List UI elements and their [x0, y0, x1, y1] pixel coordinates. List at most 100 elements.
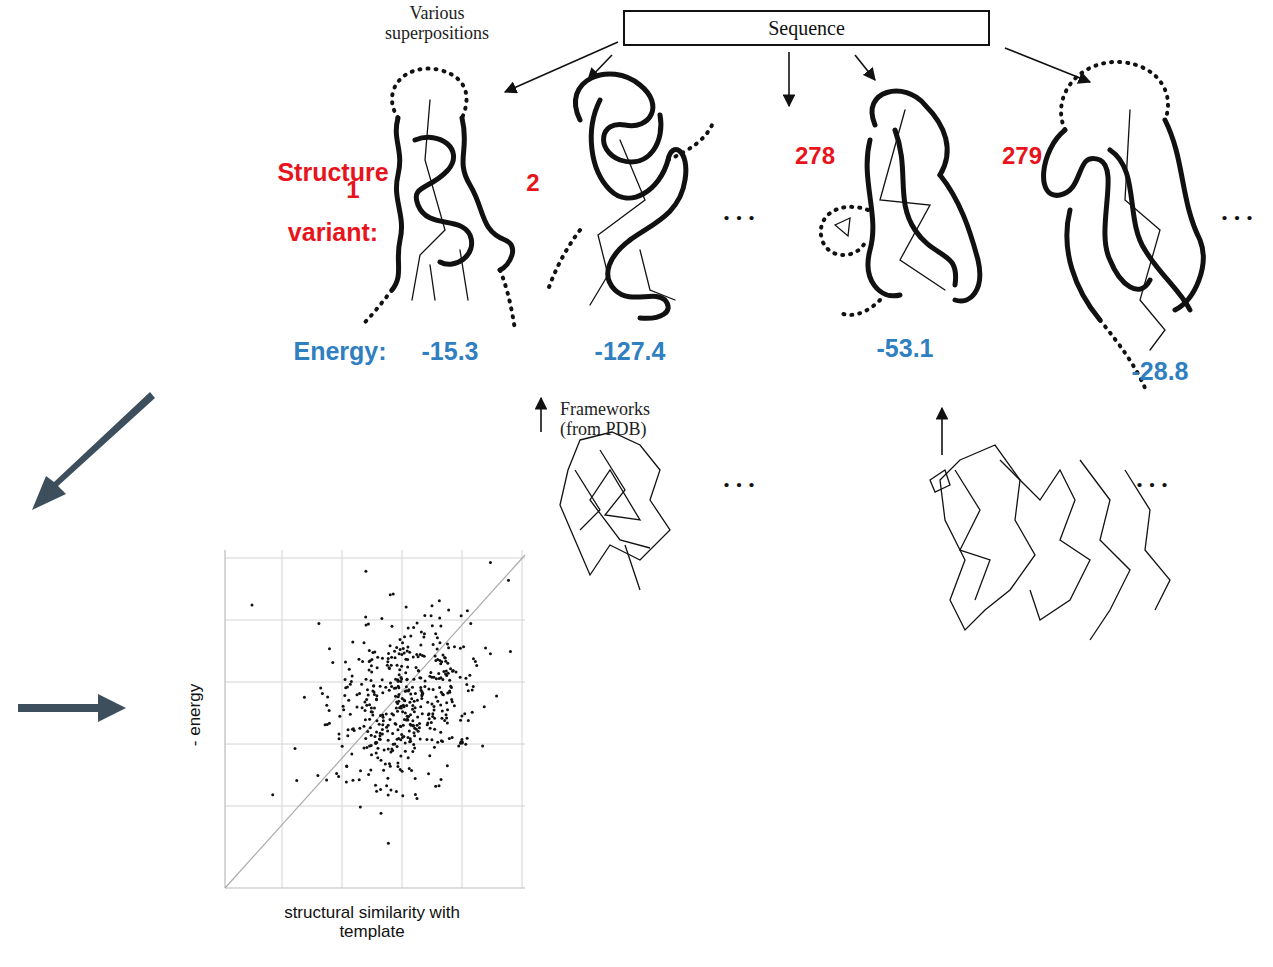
data-point [446, 764, 449, 767]
data-point [431, 604, 434, 607]
data-point [489, 652, 492, 655]
data-point [382, 769, 385, 772]
data-point [414, 706, 417, 709]
data-point [459, 719, 462, 722]
data-point [408, 651, 411, 654]
data-point [365, 746, 368, 749]
data-point [412, 724, 415, 727]
data-point [440, 717, 443, 720]
data-point [440, 660, 443, 663]
data-point [412, 725, 415, 728]
data-point [370, 710, 373, 713]
data-point [381, 657, 384, 660]
data-point [389, 644, 392, 647]
data-point [400, 677, 403, 680]
data-point [411, 704, 414, 707]
data-point [367, 694, 370, 697]
data-point [370, 670, 373, 673]
data-point [345, 765, 348, 768]
data-point [364, 709, 367, 712]
ellipsis: ... [723, 465, 761, 494]
data-point [409, 634, 412, 637]
data-point [448, 737, 451, 740]
data-point [404, 658, 407, 661]
data-point [426, 721, 429, 724]
data-point [438, 641, 441, 644]
data-point [459, 647, 462, 650]
data-point [433, 709, 436, 712]
data-point [444, 673, 447, 676]
data-point [351, 674, 354, 677]
data-point [365, 698, 368, 701]
data-point [451, 670, 454, 673]
data-point [414, 692, 417, 695]
data-point [337, 732, 340, 735]
data-point [421, 712, 424, 715]
data-point [451, 700, 454, 703]
data-point [383, 749, 386, 752]
data-point [466, 609, 469, 612]
data-point [412, 678, 415, 681]
annotation: Various superpositions [367, 4, 507, 44]
data-point [443, 656, 446, 659]
data-point [364, 718, 367, 721]
data-point [326, 696, 329, 699]
data-point [395, 790, 398, 793]
data-point [353, 729, 356, 732]
data-point [342, 705, 345, 708]
data-point [439, 731, 442, 734]
energy-value: -53.1 [877, 335, 934, 363]
data-point [449, 667, 452, 670]
data-point [375, 752, 378, 755]
data-point [448, 689, 451, 692]
data-point [381, 713, 384, 716]
data-point [346, 685, 349, 688]
data-point [483, 705, 486, 708]
data-point [363, 641, 366, 644]
data-point [419, 737, 422, 740]
data-point [362, 725, 365, 728]
data-point [399, 638, 402, 641]
variant-number: 2 [526, 170, 539, 196]
data-point [368, 703, 371, 706]
data-point [402, 724, 405, 727]
data-point [405, 689, 408, 692]
data-point [385, 712, 388, 715]
data-point [368, 660, 371, 663]
data-point [464, 677, 467, 680]
data-point [453, 645, 456, 648]
data-point [406, 666, 409, 669]
data-point [434, 632, 437, 635]
data-point [406, 715, 409, 718]
data-point [379, 738, 382, 741]
data-point [436, 648, 439, 651]
data-point [349, 713, 352, 716]
data-point [415, 653, 418, 656]
energy-value: -28.8 [1132, 358, 1189, 386]
data-point [251, 604, 254, 607]
data-point [368, 745, 371, 748]
data-point [401, 641, 404, 644]
data-point [385, 784, 388, 787]
data-point [438, 784, 441, 787]
data-point [460, 715, 463, 718]
data-point [365, 704, 368, 707]
data-point [446, 721, 449, 724]
variant-number: 1 [346, 177, 359, 203]
data-point [434, 659, 437, 662]
data-point [386, 729, 389, 732]
data-point [376, 666, 379, 669]
structure-sketch [362, 69, 515, 330]
data-point [381, 723, 384, 726]
data-point [428, 754, 431, 757]
data-point [325, 779, 328, 782]
data-point [367, 623, 370, 626]
data-point [403, 699, 406, 702]
data-point [368, 718, 371, 721]
data-point [445, 701, 448, 704]
data-point [414, 793, 417, 796]
data-point [460, 614, 463, 617]
data-point [386, 777, 389, 780]
data-point [358, 778, 361, 781]
